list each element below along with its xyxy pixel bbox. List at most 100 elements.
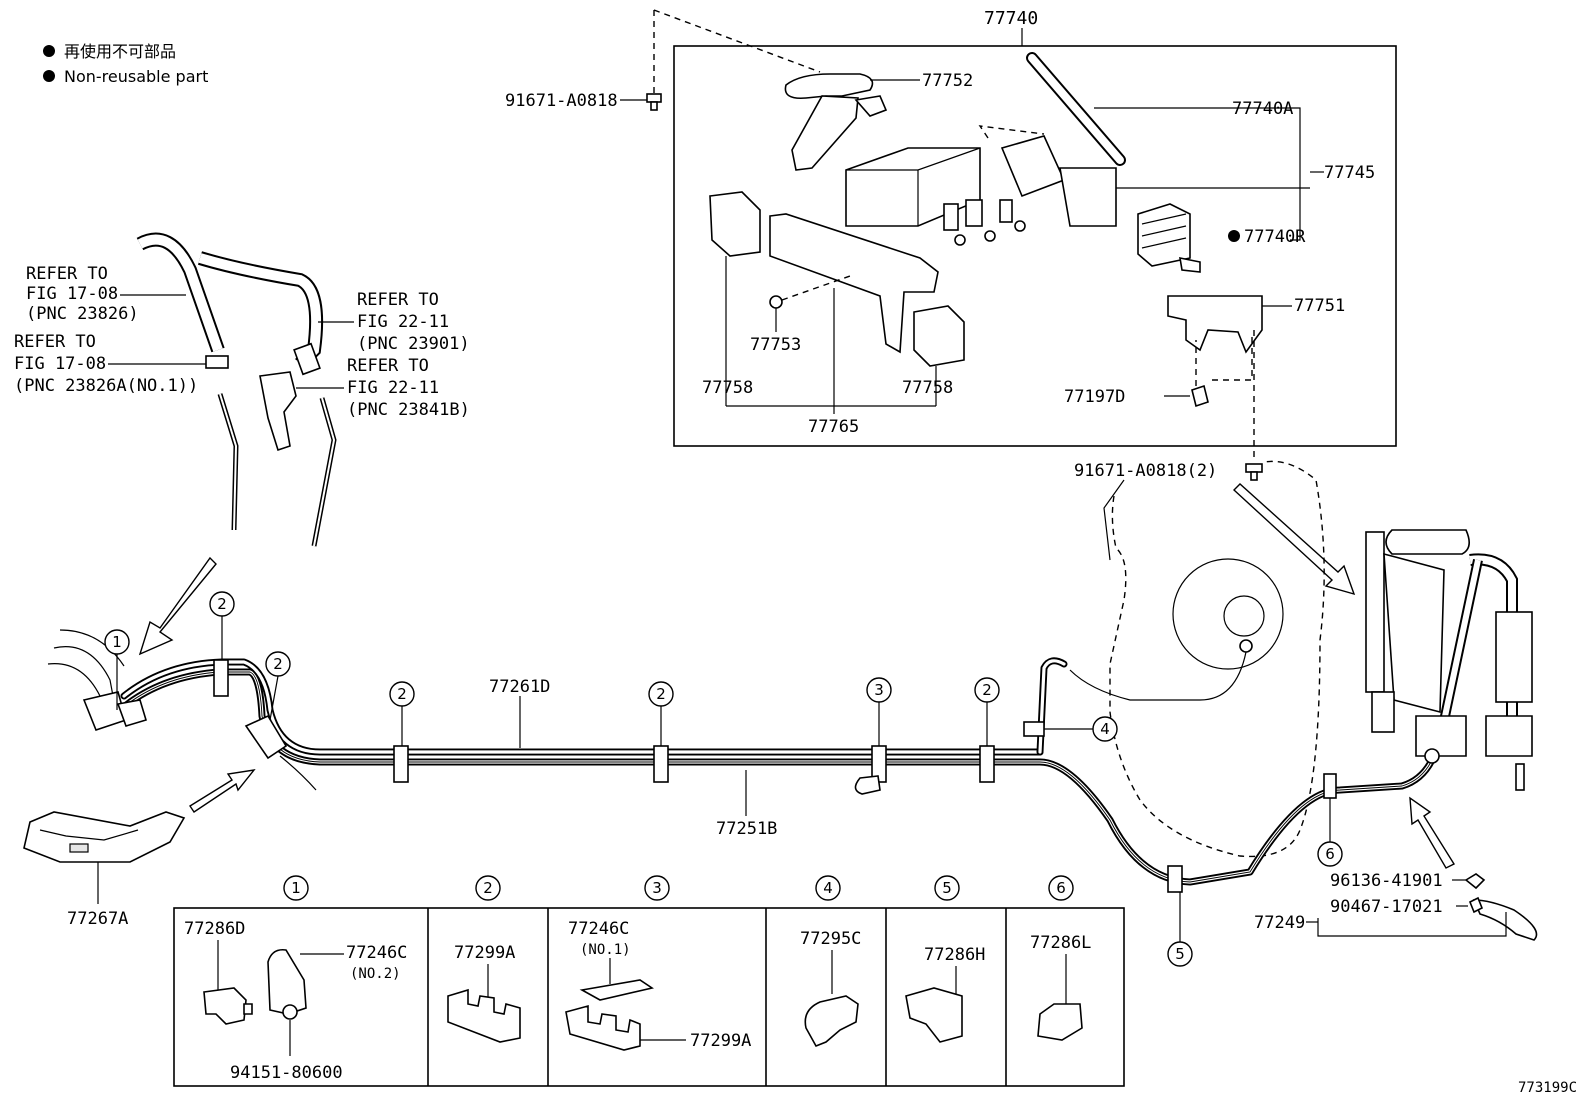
svg-text:4: 4 — [823, 879, 833, 897]
table-col-2-header: 2 — [475, 875, 501, 901]
callout-2: 2 — [209, 591, 235, 660]
svg-text:4: 4 — [1100, 720, 1110, 738]
cell1-label-c: 94151-80600 — [230, 1063, 343, 1083]
refer-1-line-1: REFER TO — [26, 264, 108, 284]
table-col-1-header: 1 — [283, 875, 309, 901]
svg-text:2: 2 — [656, 685, 666, 703]
clip-77299a-icon — [565, 1004, 641, 1051]
legend: 再使用不可部品 Non-reusable part — [43, 42, 208, 86]
svg-text:6: 6 — [1325, 845, 1335, 863]
bolt-right: 91671-A0818(2) — [1074, 330, 1263, 561]
svg-text:1: 1 — [291, 879, 301, 897]
callout-3: 3 — [866, 677, 892, 746]
svg-text:2: 2 — [273, 655, 283, 673]
refer-3-line-2: FIG 22-11 — [357, 312, 449, 332]
table-col-3-header: 3 — [644, 875, 670, 901]
clip-77197d-icon — [1191, 384, 1209, 408]
bracket-77751-icon — [1167, 295, 1263, 354]
callout-2: 2 — [389, 681, 415, 746]
clip-table: 1 2 3 4 5 6 77286D 77246C (NO.2) — [173, 875, 1125, 1087]
refer-3-line-1: REFER TO — [357, 290, 439, 310]
callout-4: 4 — [1044, 716, 1118, 742]
refer-4-line-3: (PNC 23841B) — [347, 400, 470, 420]
cover-77758-left-icon — [709, 191, 761, 257]
direction-arrow-icon — [138, 556, 217, 656]
grommet-77753-icon — [769, 295, 783, 309]
pipe-clamp-icon — [1023, 721, 1045, 737]
label-77751: 77751 — [1294, 296, 1345, 316]
direction-arrow-icon — [1232, 483, 1356, 596]
cell4-label-a: 77295C — [800, 929, 861, 949]
clip-77286h-icon — [905, 987, 963, 1043]
bolt-icon — [282, 1004, 298, 1020]
cell2-label-a: 77299A — [454, 943, 515, 963]
right-canister-assembly — [1365, 529, 1533, 791]
connector-icon — [259, 371, 297, 452]
protector-77765-icon — [769, 213, 939, 354]
cell1-label-b-sub: (NO.2) — [350, 966, 401, 982]
non-reusable-bullet-icon — [1228, 230, 1240, 242]
callout-5: 5 — [1167, 892, 1193, 967]
label-77753: 77753 — [750, 335, 801, 355]
cell3-label-b: 77299A — [690, 1031, 751, 1051]
clip-77286d-icon — [203, 987, 247, 1025]
bolt-icon — [1245, 463, 1263, 473]
table-col-6-header: 6 — [1048, 875, 1074, 901]
clip-90467-icon — [1468, 896, 1484, 914]
canister-group: 77740 91671-A0818 77752 77740A — [505, 8, 1397, 447]
non-reusable-bullet-icon — [43, 45, 55, 57]
cell1-label-b: 77246C — [346, 943, 407, 963]
figure-id: 773199C — [1518, 1080, 1577, 1096]
refer-3-line-3: (PNC 23901) — [357, 334, 470, 354]
charcoal-canister-icon — [845, 147, 1026, 246]
svg-text:6: 6 — [1056, 879, 1066, 897]
svg-text:2: 2 — [982, 681, 992, 699]
bolt-right-label: 91671-A0818(2) — [1074, 461, 1217, 481]
cell1-label-a: 77286D — [184, 919, 245, 939]
pipe-clamp-icon — [1167, 865, 1183, 893]
callout-2: 2 — [974, 677, 1000, 746]
svg-text:5: 5 — [1175, 945, 1185, 963]
refer-4-line-2: FIG 22-11 — [347, 378, 439, 398]
pipe-clamp-icon — [213, 659, 229, 697]
pump-module-icon — [1000, 135, 1201, 273]
callout-2: 2 — [265, 651, 291, 721]
non-reusable-bullet-icon — [43, 70, 55, 82]
bolt-icon — [646, 93, 662, 111]
label-77740a: 77740A — [1232, 99, 1293, 119]
refer-2-line-2: FIG 17-08 — [14, 354, 106, 374]
label-77261d: 77261D — [489, 677, 550, 697]
clamp-77246c-icon — [267, 948, 307, 1015]
upper-left-hoses: REFER TO FIG 17-08 (PNC 23826) REFER TO … — [14, 232, 470, 547]
hose-77249-icon — [1472, 899, 1538, 941]
label-77745: 77745 — [1324, 163, 1375, 183]
hose-clamp-icon — [205, 355, 229, 369]
clip-77286l-icon — [1037, 1003, 1083, 1041]
label-77267a: 77267A — [67, 909, 128, 929]
cover-77758-right-icon — [913, 305, 965, 367]
label-77765: 77765 — [808, 417, 859, 437]
fuel-tank-outline — [1069, 460, 1325, 858]
cell6-label-a: 77286L — [1030, 933, 1091, 953]
canister-group-title: 77740 — [984, 8, 1038, 29]
direction-arrow-icon — [189, 769, 256, 813]
table-col-4-header: 4 — [815, 875, 841, 901]
pipe-clamp-icon — [393, 745, 409, 783]
refer-1-line-3: (PNC 23826) — [26, 304, 139, 324]
clamp-77246c-icon — [579, 979, 654, 1001]
label-77249: 77249 — [1254, 913, 1305, 933]
svg-text:3: 3 — [874, 681, 884, 699]
pipe-clamp-icon — [979, 745, 995, 783]
callout-2: 2 — [648, 681, 674, 746]
canister-group-box — [673, 45, 1397, 447]
clamp-96136-icon — [1464, 873, 1486, 890]
refer-4-line-1: REFER TO — [347, 356, 429, 376]
svg-text:5: 5 — [942, 879, 952, 897]
label-77251b: 77251B — [716, 819, 777, 839]
callout-6: 6 — [1317, 798, 1343, 867]
cell3-label-a: 77246C — [568, 919, 629, 939]
label-77758-right: 77758 — [902, 378, 953, 398]
svg-text:3: 3 — [652, 879, 662, 897]
clip-77295c-icon — [804, 995, 859, 1048]
